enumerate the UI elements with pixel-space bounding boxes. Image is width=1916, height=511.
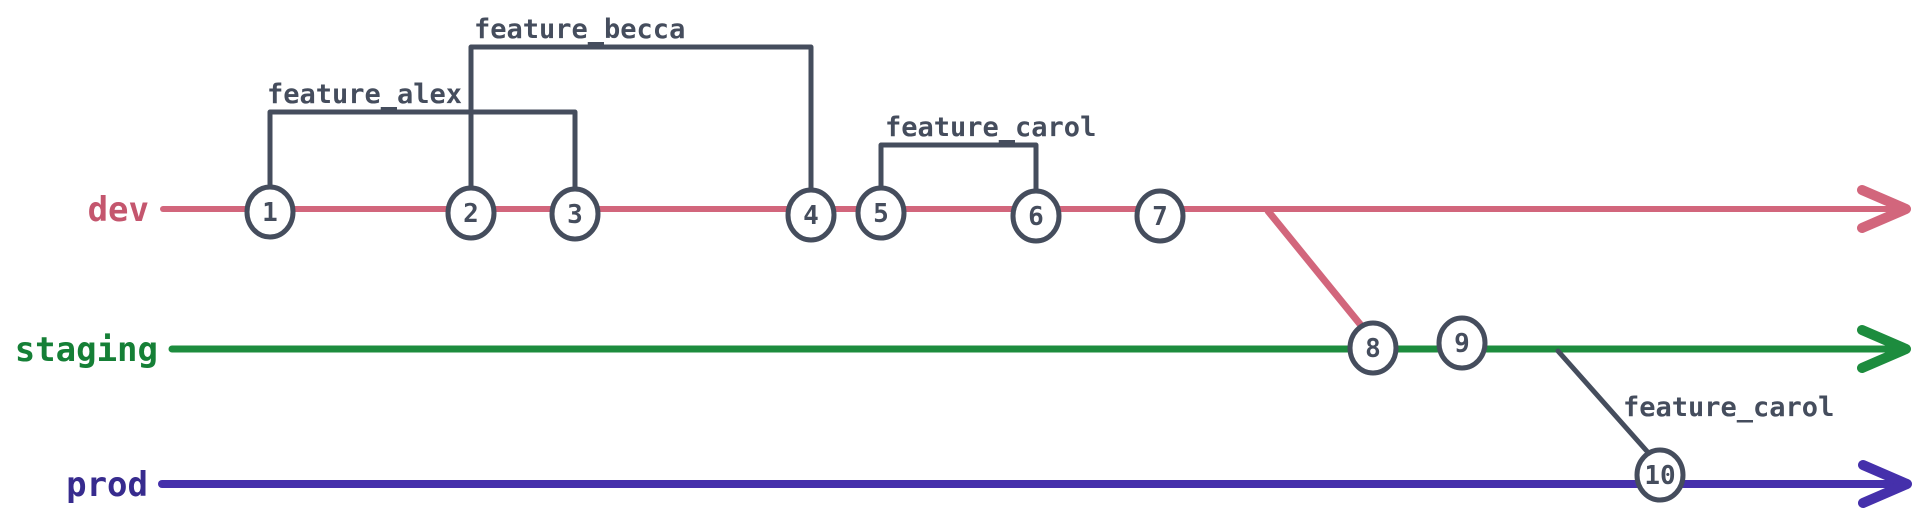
arrowhead-icon-staging — [1857, 325, 1911, 373]
commit-number-6: 6 — [1028, 202, 1044, 232]
commit-node-3: 3 — [549, 186, 601, 242]
merge-diagonals-layer — [1264, 207, 1652, 456]
commit-number-4: 4 — [803, 201, 819, 231]
commit-circle-3 — [549, 186, 601, 242]
commit-nodes-layer: 1 2 3 4 5 6 7 8 9 10 — [244, 184, 1686, 503]
commit-node-2: 2 — [445, 185, 497, 241]
commit-node-10: 10 — [1634, 447, 1686, 503]
commit-node-6: 6 — [1010, 188, 1062, 244]
commit-circle-7 — [1134, 188, 1186, 244]
commit-circle-2 — [445, 185, 497, 241]
commit-node-5: 5 — [855, 185, 907, 241]
commit-circle-10 — [1634, 447, 1686, 503]
feature-label-feature_becca: feature_becca — [474, 14, 685, 45]
commit-circle-4 — [785, 187, 837, 243]
feature-bracket-feature_alex — [267, 109, 578, 195]
commit-circle-6 — [1010, 188, 1062, 244]
branch-label-prod: prod — [66, 465, 148, 505]
branch-label-staging: staging — [15, 330, 158, 370]
merge-label-feature_carol: feature_carol — [1623, 392, 1834, 423]
commit-number-5: 5 — [873, 199, 889, 229]
commit-number-1: 1 — [262, 198, 278, 228]
feature-brackets-layer — [267, 44, 1039, 197]
branch-label-dev: dev — [88, 190, 149, 230]
commit-circle-1 — [244, 184, 296, 240]
arrowhead-icon-dev — [1857, 185, 1911, 233]
arrowhead-icon-prod — [1858, 460, 1912, 508]
commit-number-8: 8 — [1365, 334, 1381, 364]
text-labels-layer: devstagingprodfeature_carolfeature_alexf… — [15, 14, 1835, 505]
feature-bracket-feature_becca — [468, 44, 814, 196]
commit-circle-5 — [855, 185, 907, 241]
commit-number-9: 9 — [1454, 329, 1470, 359]
commit-node-8: 8 — [1347, 320, 1399, 376]
commit-node-4: 4 — [785, 187, 837, 243]
commit-node-9: 9 — [1436, 315, 1488, 371]
feature-label-feature_alex: feature_alex — [267, 79, 462, 110]
merge-diagonal-dev-to-8 — [1264, 207, 1366, 330]
feature-bracket-feature_carol — [878, 142, 1039, 197]
commit-number-2: 2 — [463, 199, 479, 229]
commit-number-7: 7 — [1152, 202, 1168, 232]
feature-label-feature_carol: feature_carol — [885, 112, 1096, 143]
commit-number-10: 10 — [1644, 461, 1675, 491]
commit-circle-9 — [1436, 315, 1488, 371]
merge-diagonal-staging-to-10 — [1555, 348, 1652, 456]
commit-circle-8 — [1347, 320, 1399, 376]
commit-node-1: 1 — [244, 184, 296, 240]
commit-number-3: 3 — [567, 200, 583, 230]
branch-staging — [168, 325, 1911, 373]
commit-node-7: 7 — [1134, 188, 1186, 244]
branch-prod — [158, 460, 1912, 508]
